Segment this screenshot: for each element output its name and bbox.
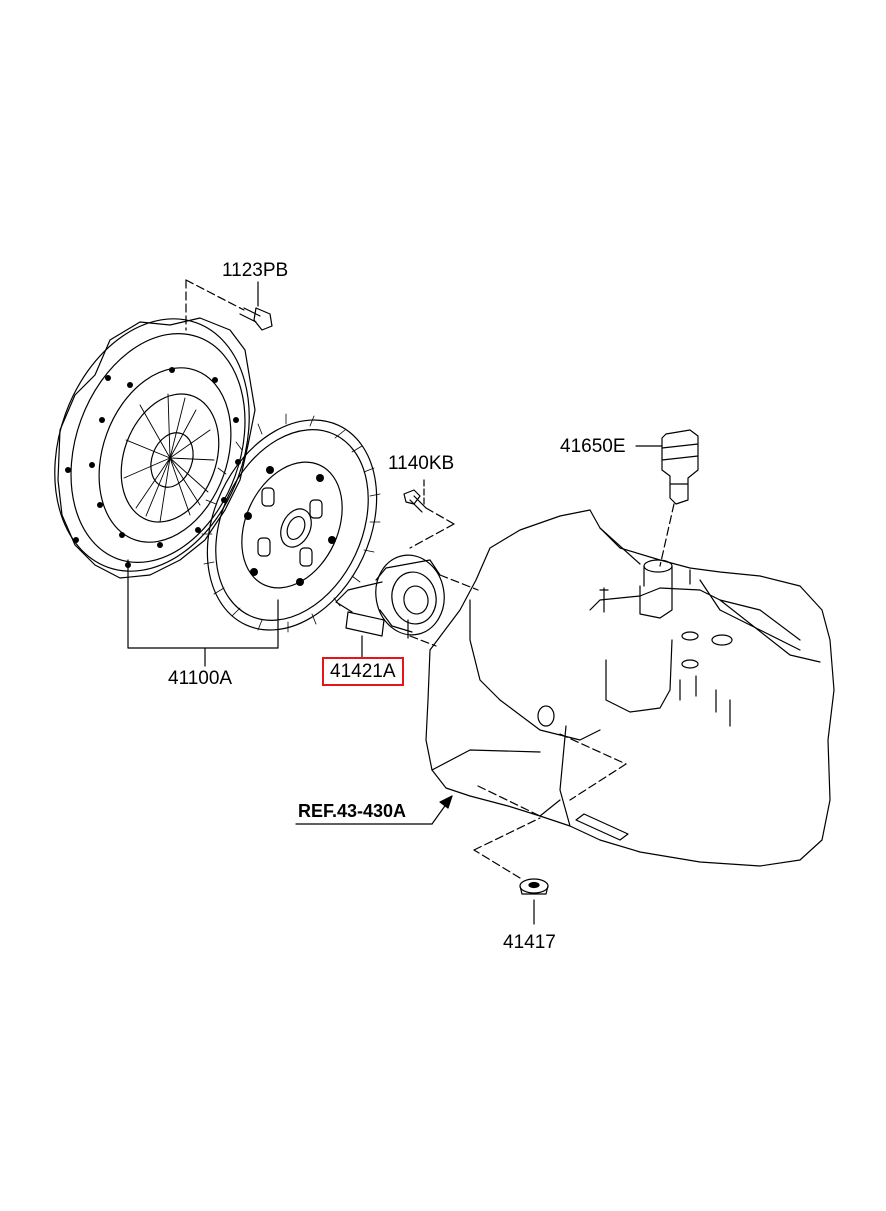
clutch-disc xyxy=(201,413,381,633)
bolt-1140KB-icon xyxy=(403,479,455,549)
label-41650E[interactable]: 41650E xyxy=(560,436,626,457)
label-41417[interactable]: 41417 xyxy=(503,932,556,953)
cap-41417-icon xyxy=(473,817,549,925)
leader-41100A xyxy=(127,559,279,667)
bolt-1123PB-icon xyxy=(185,279,273,331)
label-41100A[interactable]: 41100A xyxy=(168,668,233,689)
label-41421A[interactable]: 41421A xyxy=(322,657,404,686)
label-1140KB[interactable]: 1140KB xyxy=(388,453,455,474)
label-ref-43-430A[interactable]: REF.43-430A xyxy=(298,801,407,821)
transaxle-case xyxy=(425,509,835,867)
release-cylinder xyxy=(335,554,479,659)
label-1123PB[interactable]: 1123PB xyxy=(222,260,289,281)
connector-41650E-icon xyxy=(659,429,699,567)
reference-arrow xyxy=(295,795,453,825)
clutch-cover xyxy=(54,317,256,579)
